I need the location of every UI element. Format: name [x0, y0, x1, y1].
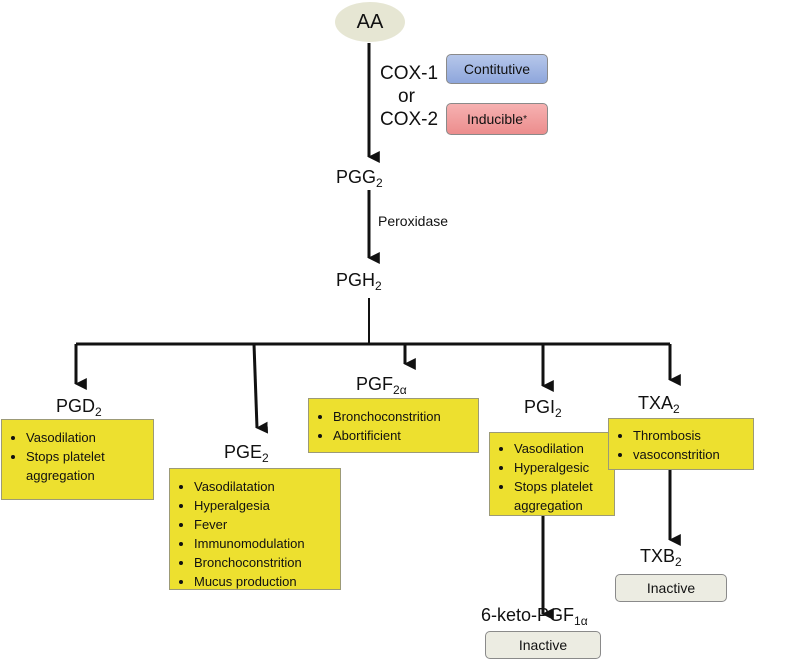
txa-effect: vasoconstrition — [633, 445, 747, 464]
pgi-effect: Hyperalgesic — [514, 458, 608, 477]
txa-effects-box: Thrombosisvasoconstrition — [608, 418, 754, 470]
txa-label: TXA2 — [638, 393, 680, 416]
pgf-effects-box: BronchoconstritionAbortificient — [308, 398, 479, 453]
cox2-label: COX-2 — [380, 109, 439, 130]
pge-effect: Fever — [194, 515, 334, 534]
pge-effect: Mucus production — [194, 572, 334, 591]
pge-effect: Hyperalgesia — [194, 496, 334, 515]
pgd-effects-box: VasodilationStops platelet aggregation — [1, 419, 154, 500]
pgf-effect: Abortificient — [333, 426, 472, 445]
pge-effect: Vasodilatation — [194, 477, 334, 496]
pgd-effect: Stops platelet aggregation — [26, 447, 147, 485]
or-label: or — [398, 86, 415, 107]
aa-node: AA — [335, 2, 405, 42]
pgf-effect: Bronchoconstrition — [333, 407, 472, 426]
pge-effects-box: Vasodilatation Hyperalgesia Fever Immuno… — [169, 468, 341, 590]
arrow-to-pge — [252, 343, 269, 434]
pge-effect: Immunomodulation — [194, 534, 334, 553]
txb-inactive-badge: Inactive — [615, 574, 727, 602]
keto-pgf-inactive-badge: Inactive — [485, 631, 601, 659]
pge-effect: Bronchoconstrition — [194, 553, 334, 572]
pgi-label: PGI2 — [524, 397, 562, 420]
pgf-label: PGF2α — [356, 374, 407, 397]
txb-label: TXB2 — [640, 546, 682, 569]
pge-label: PGE2 — [224, 442, 269, 465]
pgi-effect: Stops platelet aggregation — [514, 477, 608, 515]
cox1-label: COX-1 — [380, 63, 439, 84]
peroxidase-label: Peroxidase — [378, 213, 449, 229]
inducible-badge: Inducible* — [446, 103, 548, 135]
keto-pgf-label: 6-keto-PGF1α — [481, 605, 588, 628]
constitutive-badge: Contitutive — [446, 54, 548, 84]
pgi-effects-box: Vasodilation Hyperalgesic Stops platelet… — [489, 432, 615, 516]
pgd-effect: Vasodilation — [26, 428, 147, 447]
pgi-effect: Vasodilation — [514, 439, 608, 458]
pgh-label: PGH2 — [336, 270, 382, 293]
inducible-asterisk: * — [523, 113, 527, 125]
txa-effect: Thrombosis — [633, 426, 747, 445]
pgd-label: PGD2 — [56, 396, 102, 419]
pgg-label: PGG2 — [336, 167, 383, 190]
